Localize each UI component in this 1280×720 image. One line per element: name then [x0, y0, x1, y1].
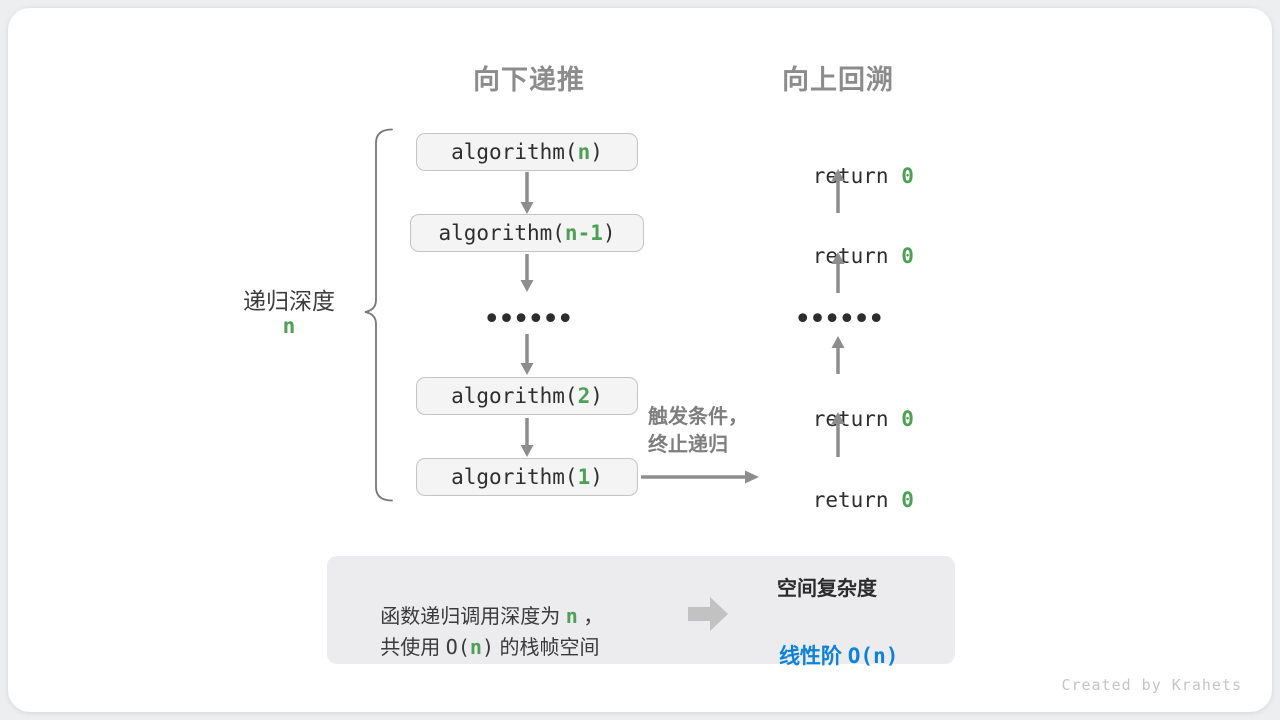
call-stack-box-n: algorithm(n)	[416, 133, 638, 171]
trigger-condition-line1: 触发条件，	[648, 406, 748, 428]
code-text: )	[590, 465, 603, 489]
space-complexity-title: 空间复杂度	[777, 578, 877, 600]
big-o-text: O(	[445, 635, 470, 659]
block-arrow-right-icon	[688, 597, 728, 631]
return-value: 0	[901, 407, 914, 431]
arrow-down-icon	[520, 172, 534, 214]
summary-panel	[327, 556, 955, 664]
summary-line2: 共使用 O(n) 的栈帧空间	[358, 608, 600, 687]
code-text: )	[590, 384, 603, 408]
arg-text: n-1	[564, 221, 603, 245]
summary-line1: 函数递归调用深度为 n ，	[358, 577, 603, 656]
arrow-up-icon	[831, 169, 845, 213]
curly-brace-icon	[364, 128, 393, 502]
complexity-text: 线性阶	[778, 645, 848, 668]
big-o-n: n	[873, 644, 886, 668]
arg-text: 2	[577, 384, 591, 408]
header-upward-backtrack: 向上回溯	[782, 65, 894, 95]
code-text: return	[812, 407, 902, 431]
summary-text: ，	[577, 606, 604, 628]
summary-text: 的栈帧空间	[493, 637, 600, 659]
big-o-text: )	[885, 644, 899, 668]
recursion-depth-label: 递归深度	[243, 288, 335, 314]
summary-text: 共使用	[380, 637, 446, 659]
arrow-down-icon	[520, 418, 534, 457]
return-row: return 0	[753, 463, 923, 538]
arg-text: n	[577, 140, 591, 164]
big-o-text: )	[481, 635, 494, 659]
return-ellipsis: ••••••	[793, 302, 885, 337]
return-row: return 0	[753, 219, 923, 294]
arrow-down-icon	[520, 334, 534, 375]
return-row: return 0	[753, 382, 923, 457]
arrow-down-icon	[520, 254, 534, 292]
arrow-right-icon	[641, 470, 759, 484]
header-downward-recursion: 向下递推	[473, 65, 585, 95]
code-text: )	[590, 140, 603, 164]
return-value: 0	[901, 488, 914, 512]
call-stack-box-2: algorithm(2)	[416, 377, 638, 415]
code-text: return	[812, 488, 902, 512]
arrow-up-icon	[831, 336, 845, 374]
summary-text: 函数递归调用深度为	[380, 606, 566, 628]
code-text: return	[812, 244, 902, 268]
summary-n: n	[469, 635, 482, 659]
code-text: algorithm(	[451, 140, 578, 164]
big-o-text: O(	[847, 644, 874, 668]
call-stack-box-1: algorithm(1)	[416, 458, 638, 496]
code-text: algorithm(	[438, 221, 565, 245]
code-text: )	[602, 221, 616, 245]
arg-text: 1	[577, 465, 591, 489]
return-value: 0	[901, 244, 914, 268]
return-row: return 0	[753, 139, 923, 214]
trigger-condition-line2: 终止递归	[648, 434, 728, 456]
call-stack-box-n-1: algorithm(n-1)	[410, 214, 644, 252]
code-text: algorithm(	[451, 384, 578, 408]
space-complexity-value: 线性阶 O(n)	[712, 616, 942, 694]
code-text: return	[812, 164, 902, 188]
summary-n: n	[565, 604, 578, 628]
arrow-up-icon	[831, 252, 845, 293]
watermark-credit: Created by Krahets	[1061, 676, 1242, 694]
stack-ellipsis: ••••••	[482, 302, 574, 337]
recursion-depth-value: n	[282, 314, 296, 338]
arrow-up-icon	[831, 412, 845, 457]
code-text: algorithm(	[451, 465, 578, 489]
return-value: 0	[901, 164, 914, 188]
